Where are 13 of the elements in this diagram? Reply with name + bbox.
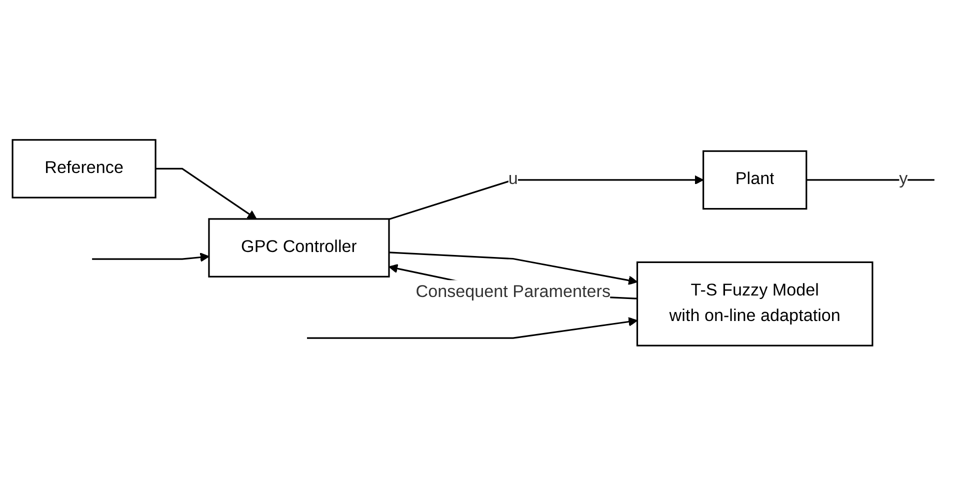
connector	[806, 179, 934, 181]
edge-label: Consequent Paramenters	[416, 283, 611, 302]
node-box: Reference	[12, 139, 156, 198]
edge-label: y	[899, 170, 908, 189]
arrow	[156, 168, 257, 220]
arrow	[307, 317, 638, 339]
arrow	[388, 252, 638, 285]
node-box: GPC Controller	[208, 218, 390, 278]
arrow	[388, 175, 704, 220]
arrow	[92, 252, 210, 262]
node-box: Plant	[702, 150, 808, 210]
node-box: T-S Fuzzy Model with on-line adaptation	[636, 261, 874, 346]
edge-label: u	[508, 170, 518, 189]
